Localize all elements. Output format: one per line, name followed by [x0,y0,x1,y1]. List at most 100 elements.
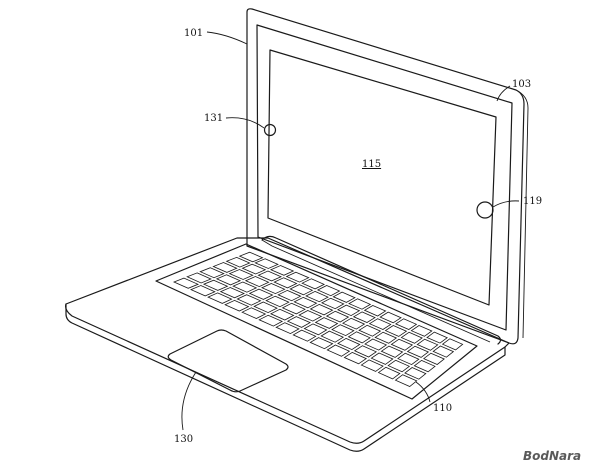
keyboard-key [269,308,295,321]
lid-back-thickness [515,89,529,339]
keyboard-key [285,271,310,283]
keyboard-key [325,310,350,323]
keyboard-key [254,258,279,269]
keyboard-key [238,251,264,263]
keyboard-key [374,331,398,344]
label-119: 119 [523,196,542,207]
keyboard-key [232,281,258,293]
keyboard-key [423,352,445,365]
keyboard-key [215,274,242,286]
keyboard-key [212,262,238,273]
keyboard-key [244,276,270,288]
keyboard-key [394,374,418,387]
keyboard-key [289,284,314,296]
keyboard-key [186,272,212,284]
keyboard-key [257,270,282,282]
keyboard-key [387,359,411,373]
keyboard-key [432,345,455,358]
keyboard-key [293,296,318,309]
keyboard-key [292,329,317,342]
keyboard-key [360,359,384,372]
keyboard-key [343,351,368,365]
leader-103 [496,85,511,102]
keyboard-key [441,338,464,351]
keyboard-key [377,366,401,380]
keyboard-key [301,278,326,290]
keyboard-key [337,337,361,351]
keyboard-key [364,338,388,351]
keyboard-key [379,311,402,324]
keyboard-key [265,295,290,308]
keyboard-key [370,352,394,365]
keyboard-key [275,322,300,335]
leader-119 [492,200,520,208]
keyboard-key [347,331,371,344]
watermark-logo: BodNara [523,449,581,463]
bezel-inner [256,24,513,331]
hinge-lower [261,239,491,343]
keyboard-key [363,305,387,317]
keyboard-key [248,288,274,300]
keyboard-key [253,301,278,314]
label-110: 110 [433,403,452,414]
display-lid [246,8,529,345]
keyboard-key [390,338,414,351]
keyboard-key [303,323,328,336]
keyboard-key [331,324,355,337]
laptop-base [65,235,510,452]
base-front-edge [65,303,506,452]
keyboard-key [286,316,311,328]
camera-circle [263,123,277,137]
home-button-circle [476,201,494,219]
hinge [261,235,502,345]
keyboard-key [219,287,245,299]
keyboard-key [394,318,418,330]
keyboard-key [228,269,254,280]
keyboard-key [316,285,341,297]
keyboard-key [416,338,439,351]
keyboard-key [320,330,345,343]
trackpad [167,329,289,393]
keyboard-key [404,367,427,380]
leader-131 [225,117,265,129]
screen-area [267,49,497,306]
label-130: 130 [174,434,193,445]
keyboard-key [426,331,448,344]
keyboard-key [332,291,356,303]
keyboard-key [305,290,329,303]
lid-outer-edge [246,8,525,345]
keyboard-key [368,318,392,330]
keyboard-key [342,317,366,330]
keyboard-key [358,324,382,337]
keyboard-key [189,285,216,297]
keyboard-key [410,325,433,337]
label-103: 103 [512,79,531,90]
keyboard-key [241,307,267,319]
label-115: 115 [362,159,381,170]
keyboard-key [277,289,302,302]
keyboard-key [261,283,286,295]
keyboard-key [353,345,378,358]
keyboard-keys [172,251,464,387]
keyboard-key [326,344,351,357]
keyboard-key [406,345,430,358]
keyboard-key [380,345,404,358]
keyboard-key [348,298,372,310]
keyboard-key [298,310,323,322]
keyboard-key [224,299,250,312]
leader-130 [181,371,197,431]
keyboard-key [309,337,334,350]
keyboard-key [309,303,334,316]
keyboard-key [225,256,251,268]
keyboard-well [155,243,478,400]
keyboard-key [236,294,262,306]
keyboard-key [202,279,229,291]
keyboard-key [384,325,408,337]
leader-110 [415,381,431,403]
keyboard-key [207,292,233,304]
keyboard-key [241,263,267,275]
keyboard-key [397,352,420,366]
keyboard-key [269,265,295,276]
keyboard-key [400,331,423,344]
